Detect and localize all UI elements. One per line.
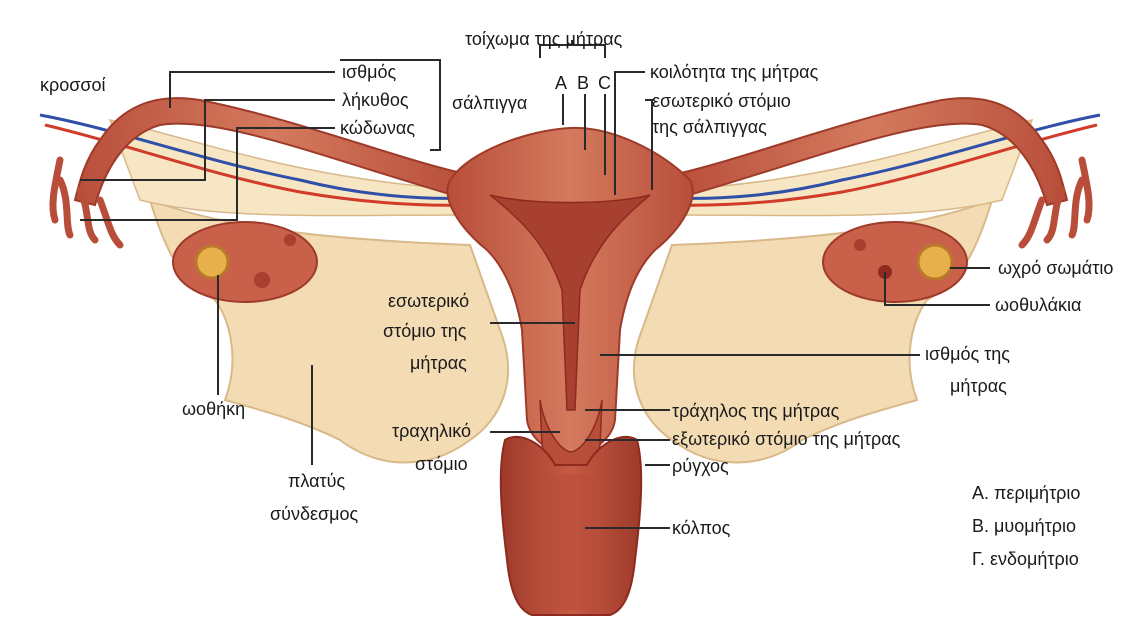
label-infundibulum: κώδωνας	[340, 117, 415, 139]
legend-item-b: Β. μυομήτριο	[972, 515, 1076, 537]
label-broad-ligament-1: πλατύς	[288, 470, 345, 492]
label-corpus-albicans: ωχρό σωμάτιο	[998, 257, 1113, 279]
label-layer-c: C	[598, 72, 611, 94]
label-fallopian-tube: σάλπιγγα	[452, 92, 527, 114]
label-follicles: ωοθυλάκια	[995, 294, 1081, 316]
legend-item-c: Γ. ενδομήτριο	[972, 548, 1079, 570]
label-fornix: ρύγχος	[672, 455, 729, 477]
label-internal-os-1: εσωτερικό	[388, 290, 469, 312]
label-internal-os-2: στόμιο της	[383, 320, 466, 342]
follicle-left-1	[196, 246, 228, 278]
label-cervical-os-2: στόμιο	[415, 453, 468, 475]
label-uterine-isthmus-2: μήτρας	[950, 375, 1007, 397]
vagina-lumen	[540, 474, 602, 610]
label-broad-ligament-2: σύνδεσμος	[270, 503, 358, 525]
follicle-left-3	[284, 234, 296, 246]
label-external-os: εξωτερικό στόμιο της μήτρας	[672, 428, 900, 450]
label-tube-internal-os-1: εσωτερικό στόμιο	[652, 90, 791, 112]
label-isthmus: ισθμός	[342, 61, 396, 83]
label-uterine-wall: τοίχωμα της μήτρας	[465, 28, 622, 50]
label-layer-a: A	[555, 72, 567, 94]
follicle-left-2	[254, 272, 270, 288]
label-uterine-cavity: κοιλότητα της μήτρας	[650, 61, 818, 83]
label-tube-internal-os-2: της σάλπιγγας	[652, 116, 767, 138]
label-internal-os-3: μήτρας	[410, 352, 467, 374]
label-fimbriae: κροσσοί	[40, 74, 105, 96]
legend-item-a: Α. περιμήτριο	[972, 482, 1080, 504]
follicle-right-2	[854, 239, 866, 251]
corpus-albicans-right	[918, 245, 952, 279]
label-ampulla: λήκυθος	[342, 89, 409, 111]
label-cervical-os-1: τραχηλικό	[392, 420, 471, 442]
label-vagina: κόλπος	[672, 517, 730, 539]
label-ovary: ωοθήκη	[182, 398, 245, 420]
label-layer-b: B	[577, 72, 589, 94]
label-uterine-isthmus-1: ισθμός της	[925, 343, 1010, 365]
label-cervix: τράχηλος της μήτρας	[672, 400, 839, 422]
